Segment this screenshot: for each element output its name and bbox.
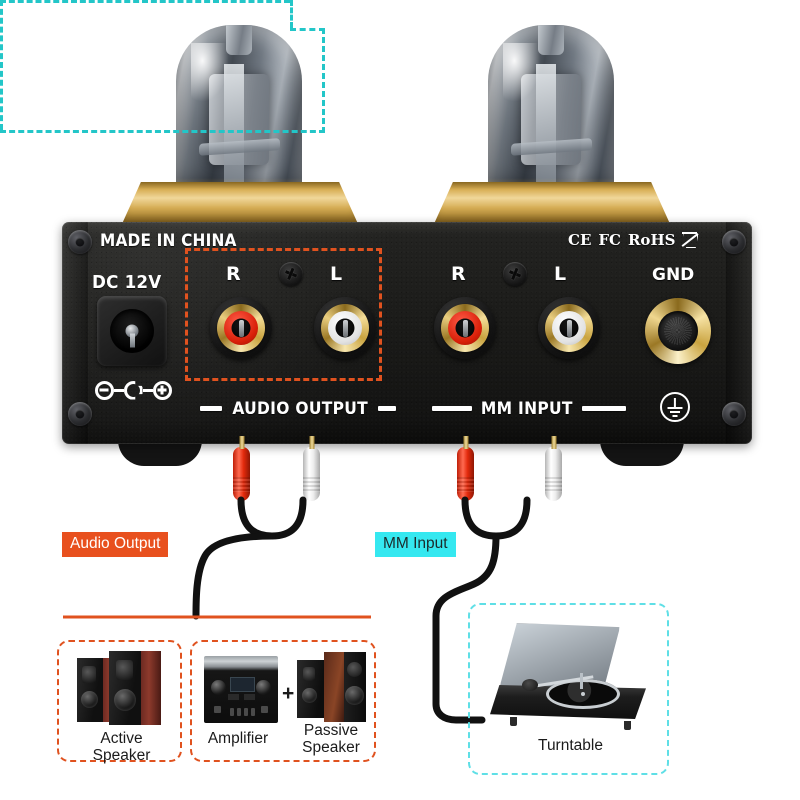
rca-jack-output-right[interactable] bbox=[210, 297, 272, 359]
rca-jack-output-left[interactable] bbox=[314, 297, 376, 359]
callout-audio-output: Audio Output bbox=[62, 532, 169, 557]
ce-mark: CE bbox=[568, 230, 592, 249]
chassis-screw-top-left bbox=[68, 230, 92, 254]
rca-plug-input-left bbox=[545, 436, 562, 501]
chassis-screw-top-right bbox=[722, 230, 746, 254]
input-cable-to-turntable bbox=[432, 532, 500, 724]
rca-jack-input-right[interactable] bbox=[434, 297, 496, 359]
input-jack-label-r: R bbox=[451, 263, 466, 285]
certification-marks: CE FC RoHS bbox=[568, 230, 699, 249]
output-jack-label-r: R bbox=[226, 263, 241, 285]
turntable-caption: Turntable bbox=[538, 737, 603, 754]
dc-jack-pin bbox=[125, 324, 139, 338]
panel-texture bbox=[62, 222, 752, 444]
amplifier-caption: Amplifier bbox=[207, 730, 269, 747]
callout-mm-input: MM Input bbox=[375, 532, 456, 557]
device-box-amp-passive-speaker: + Amplifier Passive Speaker bbox=[190, 640, 376, 762]
active-speaker-caption: Active Speaker bbox=[92, 730, 151, 765]
audio-output-section-text: AUDIO OUTPUT bbox=[232, 399, 368, 418]
dc-power-jack[interactable] bbox=[97, 296, 167, 366]
ground-terminal-label: GND bbox=[652, 265, 695, 285]
fcc-mark: FC bbox=[598, 230, 621, 249]
output-cable-loop bbox=[237, 496, 307, 540]
turntable-image bbox=[484, 621, 656, 741]
rohs-mark: RoHS bbox=[627, 230, 676, 249]
device-box-turntable: Turntable bbox=[468, 603, 669, 775]
chassis-foot-right bbox=[600, 440, 684, 466]
dc-polarity-icon bbox=[92, 378, 174, 402]
rca-plug-input-right bbox=[457, 436, 474, 501]
combiner-plus-sign: + bbox=[282, 682, 295, 705]
chassis-foot-left bbox=[118, 440, 202, 466]
output-jack-label-l: L bbox=[330, 263, 343, 285]
tube-base-left bbox=[122, 182, 358, 224]
output-cable-drop bbox=[192, 532, 276, 620]
device-box-active-speaker: Active Speaker bbox=[57, 640, 182, 765]
active-speaker-right bbox=[109, 651, 161, 725]
rca-plug-output-left bbox=[303, 436, 320, 501]
panel-screw-input bbox=[503, 262, 527, 286]
amplifier-rear-panel bbox=[62, 222, 752, 444]
rca-plug-output-right bbox=[233, 436, 250, 501]
chassis-screw-bottom-right bbox=[722, 402, 746, 426]
audio-output-section-label: AUDIO OUTPUT bbox=[200, 399, 397, 418]
mm-input-section-label: MM INPUT bbox=[432, 399, 626, 418]
tube-highlight bbox=[503, 42, 541, 102]
ground-binding-post[interactable] bbox=[645, 298, 711, 364]
input-cable-loop bbox=[461, 496, 531, 540]
passive-speaker-caption: Passive Speaker bbox=[302, 722, 360, 757]
input-section-highlight bbox=[0, 0, 325, 133]
amplifier-image bbox=[204, 656, 278, 723]
tube-base-right bbox=[434, 182, 670, 224]
dc-power-label: DC 12V bbox=[92, 272, 162, 293]
passive-speaker-right bbox=[324, 652, 366, 722]
passive-speaker-left bbox=[297, 660, 329, 718]
tube-highlight bbox=[191, 42, 229, 102]
rca-jack-input-left[interactable] bbox=[538, 297, 600, 359]
chassis-screw-bottom-left bbox=[68, 402, 92, 426]
made-in-china-label: MADE IN CHINA bbox=[100, 231, 237, 250]
output-section-highlight bbox=[185, 248, 382, 381]
panel-screw-output bbox=[279, 262, 303, 286]
mm-input-section-text: MM INPUT bbox=[480, 399, 573, 418]
input-jack-label-l: L bbox=[554, 263, 567, 285]
earth-ground-icon bbox=[660, 392, 690, 422]
panel-bezel bbox=[62, 222, 752, 444]
